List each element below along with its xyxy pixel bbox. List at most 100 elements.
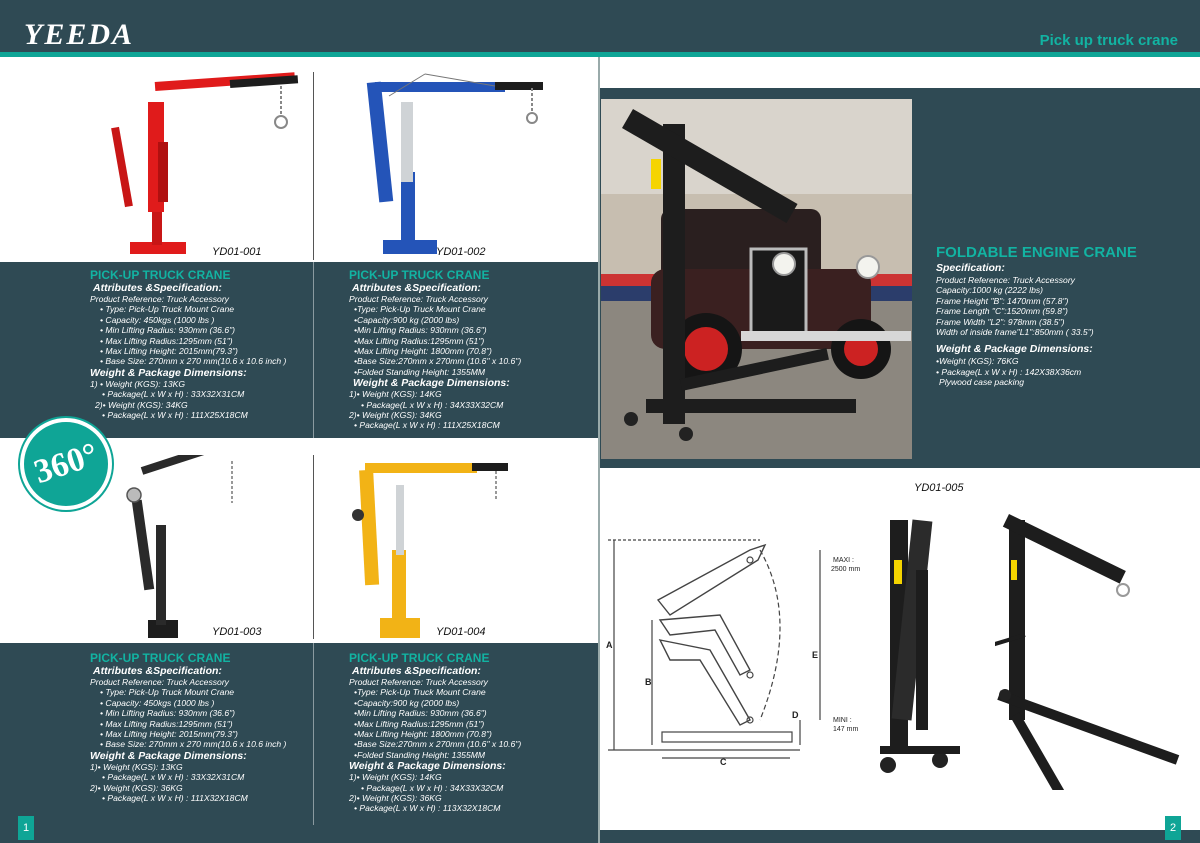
model-label-yd01-001: YD01-001 [212, 246, 262, 258]
package-line: • Package(L x W x H) : 33X32X31CM [102, 772, 245, 783]
product-reference: Product Reference: Truck Accessory [90, 677, 229, 687]
spec-line: •Type: Pick-Up Truck Mount Crane [354, 304, 486, 315]
column-divider-top [313, 72, 314, 260]
page-number-left: 1 [18, 816, 34, 840]
spec-line: Capacity:1000 kg (2222 lbs) [936, 285, 1044, 296]
spec-line: • Type: Pick-Up Truck Mount Crane [100, 304, 235, 315]
spec-line: Frame Length "C":1520mm (59.8") [936, 306, 1068, 317]
label-maxi-value: 2500 mm [831, 566, 860, 573]
weight-line: 2)• Weight (KGS): 34KG [349, 410, 442, 421]
package-line: • Package(L x W x H) : 111X25X18CM [102, 410, 248, 421]
specification-heading: Specification: [936, 262, 1005, 274]
dimension-diagram: A B C D E MAXI : 2500 mm MINI : 147 mm [606, 539, 860, 767]
spec-line: •Capacity:900 kg (2000 lbs) [354, 314, 460, 325]
badge-label: 360° [29, 435, 103, 492]
spec-block-yd01-002: PICK-UP TRUCK CRANE Attributes &Specific… [349, 268, 594, 431]
package-line: • Package(L x W x H) : 34X33X32CM [361, 399, 504, 410]
weight-line: 2)• Weight (KGS): 36KG [90, 782, 183, 793]
spec-line: •Base Size:270mm x 270mm (10.6" x 10.6") [354, 356, 522, 367]
package-line: • Package(L x W x H) : 113X32X18CM [354, 803, 501, 814]
label-d: D [792, 710, 799, 720]
weight-line: 1)• Weight (KGS): 14KG [349, 389, 442, 400]
weight-line: •Weight (KGS): 76KG [936, 356, 1019, 367]
spec-line: • Type: Pick-Up Truck Mount Crane [100, 687, 235, 698]
attributes-heading: Attributes &Specification: [352, 665, 481, 677]
spec-line: • Capacity: 450kgs (1000 lbs ) [100, 697, 215, 708]
spec-line: •Capacity:900 kg (2000 lbs) [354, 697, 460, 708]
product-reference: Product Reference: Truck Accessory [349, 677, 488, 687]
spec-line: • Min Lifting Radius: 930mm (36.6") [100, 708, 236, 719]
weight-line: 2)• Weight (KGS): 36KG [349, 793, 442, 804]
spec-line: • Max Lifting Height: 2015mm(79.3") [100, 729, 238, 740]
page-gutter [598, 57, 600, 843]
spec-line: • Min Lifting Radius: 930mm (36.6") [100, 325, 236, 336]
product-image-yd01-001 [111, 72, 299, 254]
model-label-yd01-002: YD01-002 [436, 246, 486, 258]
product-title: PICK-UP TRUCK CRANE [90, 268, 231, 282]
spec-line: Product Reference: Truck Accessory [936, 275, 1075, 285]
product-title: PICK-UP TRUCK CRANE [90, 651, 231, 665]
engine-crane-spec: FOLDABLE ENGINE CRANE Specification: Pro… [936, 244, 1176, 388]
package-line: • Package(L x W x H) : 111X25X18CM [354, 420, 500, 431]
spec-panel-top [0, 262, 598, 438]
packing-line: Plywood case packing [939, 377, 1025, 388]
spec-line: •Type: Pick-Up Truck Mount Crane [354, 687, 486, 698]
weight-line: 1) • Weight (KGS): 13KG [90, 378, 186, 389]
spec-line: •Folded Standing Height: 1355MM [354, 366, 486, 377]
package-line: • Package(L x W x H) : 142X38X36cm [936, 366, 1082, 377]
spec-block-yd01-001: PICK-UP TRUCK CRANE Attributes &Specific… [90, 268, 312, 420]
label-b: B [645, 677, 652, 687]
page-title: Pick up truck crane [1039, 32, 1178, 49]
package-line: • Package(L x W x H) : 34X33X32CM [361, 782, 504, 793]
model-label-yd01-004: YD01-004 [436, 626, 486, 638]
attributes-heading: Attributes &Specification: [93, 282, 222, 294]
label-c: C [720, 757, 727, 767]
weight-line: 2)• Weight (KGS): 34KG [95, 399, 188, 410]
spec-panel-bottom [0, 643, 598, 843]
spec-line: • Max Lifting Radius:1295mm (51") [100, 335, 233, 346]
page-number-right: 2 [1165, 816, 1181, 840]
weight-heading: Weight & Package Dimensions: [349, 760, 506, 773]
product-reference: Product Reference: Truck Accessory [349, 294, 488, 304]
product-title: PICK-UP TRUCK CRANE [349, 268, 490, 282]
spec-line: •Max Lifting Height: 1800mm (70.8") [354, 346, 492, 357]
package-line: • Package(L x W x H) : 33X32X31CM [102, 389, 245, 400]
attributes-heading: Attributes &Specification: [352, 282, 481, 294]
model-label-yd01-005: YD01-005 [914, 482, 964, 494]
header-bar [0, 0, 1200, 52]
spec-block-yd01-004: PICK-UP TRUCK CRANE Attributes &Specific… [349, 651, 594, 814]
spec-line: •Max Lifting Radius:1295mm (51") [354, 718, 485, 729]
label-mini: MINI : [833, 717, 852, 724]
engine-crane-photo [601, 99, 912, 459]
spec-line: • Base Size: 270mm x 270 mm(10.6 x 10.6 … [100, 739, 287, 750]
weight-heading: Weight & Package Dimensions: [90, 366, 247, 379]
engine-crane-title: FOLDABLE ENGINE CRANE [936, 244, 1137, 261]
product-image-yd01-003 [126, 455, 239, 638]
product-image-yd01-002 [366, 73, 543, 254]
spec-line: • Max Lifting Height: 2015mm(79.3") [100, 346, 238, 357]
spec-line: Width of inside frame"L1":850mm ( 33.5") [936, 327, 1094, 338]
spec-line: • Base Size: 270mm x 270 mm(10.6 x 10.6 … [100, 356, 287, 367]
spec-line: •Folded Standing Height: 1355MM [354, 749, 486, 760]
spec-line: •Base Size:270mm x 270mm (10.6" x 10.6") [354, 739, 522, 750]
label-e: E [812, 650, 818, 660]
spec-line: •Min Lifting Radius: 930mm (36.6") [354, 708, 487, 719]
rotation-badge: 360° [20, 418, 112, 510]
package-line: • Package(L x W x H) : 111X32X18CM [102, 793, 248, 804]
column-divider-spec-bottom [313, 643, 314, 825]
weight-heading: Weight & Package Dimensions: [90, 749, 247, 762]
model-label-yd01-003: YD01-003 [212, 626, 262, 638]
spec-line: • Capacity: 450kgs (1000 lbs ) [100, 314, 215, 325]
spec-line: • Max Lifting Radius:1295mm (51") [100, 718, 233, 729]
weight-heading: Weight & Package Dimensions: [936, 343, 1093, 356]
product-reference: Product Reference: Truck Accessory [90, 294, 229, 304]
footer-bar-right [600, 830, 1200, 843]
product-image-yd01-004 [352, 463, 508, 638]
weight-line: 1)• Weight (KGS): 14KG [349, 772, 442, 783]
label-a: A [606, 640, 613, 650]
engine-crane-unfolded-image [995, 514, 1180, 790]
header-accent-line [0, 52, 1200, 57]
column-divider-spec-top [313, 262, 314, 438]
spec-line: Frame Width "L2": 978mm (38.5") [936, 316, 1065, 327]
product-title: PICK-UP TRUCK CRANE [349, 651, 490, 665]
